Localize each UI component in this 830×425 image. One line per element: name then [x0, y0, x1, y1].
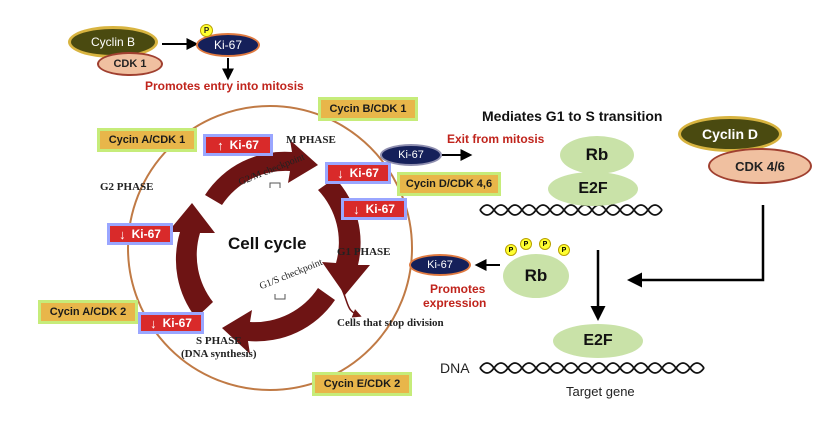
- cyclin-a-cdk2-box: Cycin A/CDK 2: [38, 300, 138, 324]
- cdk46-oval: CDK 4/6: [708, 148, 812, 184]
- cyclin-d-cdk46-box: Cycin D/CDK 4,6: [397, 172, 501, 196]
- ki67-top-oval: Ki-67: [196, 33, 260, 57]
- phospho-badge-3: P: [539, 238, 551, 250]
- cell-cycle-title: Cell cycle: [228, 234, 307, 253]
- phospho-badge-1: P: [505, 244, 517, 256]
- down-arrow-icon: ↓: [337, 165, 344, 181]
- cycle-arrow-left: [168, 203, 215, 318]
- dna-label: DNA: [440, 360, 470, 376]
- cyclin-e-cdk2-box: Cycin E/CDK 2: [312, 372, 412, 396]
- e2f-lower-label: E2F: [583, 332, 613, 349]
- ki67-label: Ki-67: [131, 227, 161, 241]
- dna-helix-lower: [479, 362, 705, 374]
- phospho-badge: P: [200, 24, 213, 37]
- cyclin-b-cdk1-box: Cycin B/CDK 1: [318, 97, 418, 121]
- ki67-up-box: ↑ Ki-67: [203, 134, 273, 156]
- promotes-text: Promotes: [430, 282, 486, 296]
- ki67-top-label: Ki-67: [213, 38, 242, 52]
- ki67-down-box-m: ↓ Ki-67: [325, 162, 391, 184]
- ki67-down-box-g1: ↓ Ki-67: [341, 198, 407, 220]
- g2-phase-label: G2 PHASE: [100, 181, 154, 193]
- cyclin-d-label: Cyclin D: [701, 126, 758, 142]
- ki67-exit-label: Ki-67: [398, 149, 424, 161]
- rb-oval-upper: Rb: [560, 136, 634, 174]
- phase-ring: [127, 105, 413, 391]
- exit-mitosis-text: Exit from mitosis: [447, 132, 545, 146]
- down-arrow-icon: ↓: [150, 315, 157, 331]
- dna-helix-upper: [479, 204, 663, 216]
- cyclin-d-oval: Cyclin D: [678, 116, 782, 152]
- rb-oval-phospho: Rb: [503, 254, 569, 298]
- g2m-bracket: [269, 182, 281, 188]
- e2f-oval-upper: E2F: [548, 172, 638, 206]
- expression-text: expression: [423, 296, 487, 310]
- promotes-mitosis-text: Promotes entry into mitosis: [145, 79, 304, 93]
- down-arrow-icon: ↓: [119, 226, 126, 242]
- m-phase-label: M PHASE: [286, 134, 336, 146]
- down-arrow-icon: ↓: [353, 201, 360, 217]
- phospho-badge-4: P: [558, 244, 570, 256]
- stop-division-label: Cells that stop division: [337, 317, 444, 329]
- g1-s-heading: Mediates G1 to S transition: [482, 108, 663, 124]
- target-gene-label: Target gene: [566, 384, 635, 399]
- cycle-arrows: [168, 140, 370, 354]
- ki67-label: Ki-67: [365, 202, 395, 216]
- cycle-arrow-right: [318, 178, 370, 295]
- ki67-promotes-oval: Ki-67: [409, 254, 471, 276]
- cyclin-b-label: Cyclin B: [90, 35, 135, 49]
- phospho-badge-2: P: [520, 238, 532, 250]
- e2f-label: E2F: [578, 180, 608, 197]
- cdk1-oval: CDK 1: [97, 52, 163, 76]
- cdk1-label: CDK 1: [113, 58, 147, 70]
- cdk46-label: CDK 4/6: [735, 158, 785, 174]
- ki67-exit-oval: Ki-67: [380, 144, 442, 166]
- rb-label: Rb: [585, 145, 609, 164]
- cyclind-to-rb-arrow: [627, 205, 765, 288]
- ki67-label: Ki-67: [162, 316, 192, 330]
- cycle-arrow-top: [205, 140, 318, 205]
- ki67-promotes-label: Ki-67: [427, 259, 453, 271]
- cyclin-a-cdk1-box: Cycin A/CDK 1: [97, 128, 197, 152]
- ki67-label: Ki-67: [229, 138, 259, 152]
- ki67-down-box-s: ↓ Ki-67: [138, 312, 204, 334]
- stop-division-arrow: [339, 284, 362, 318]
- e2f-oval-lower: E2F: [553, 324, 643, 358]
- rb-phospho-label: Rb: [524, 266, 548, 285]
- ki67-label: Ki-67: [349, 166, 379, 180]
- cycle-arrow-bottom: [222, 288, 335, 354]
- up-arrow-icon: ↑: [217, 137, 224, 153]
- dna-synthesis-label: (DNA synthesis): [181, 348, 257, 360]
- ki67-down-box-g2: ↓ Ki-67: [107, 223, 173, 245]
- s-phase-label: S PHASE: [196, 335, 242, 347]
- g1s-bracket: [274, 294, 286, 300]
- g1-phase-label: G1 PHASE: [337, 246, 391, 258]
